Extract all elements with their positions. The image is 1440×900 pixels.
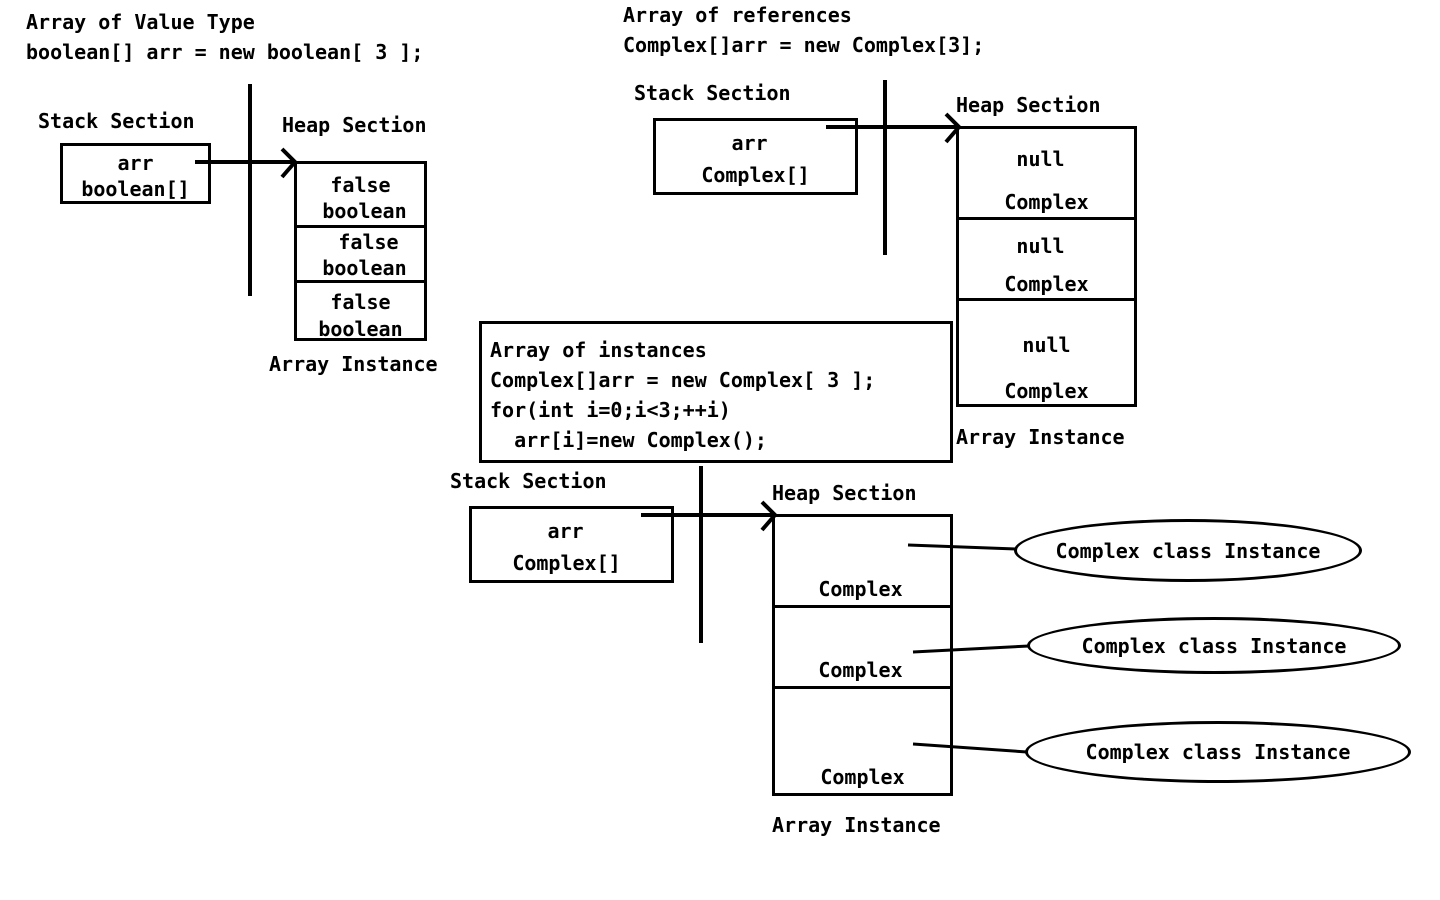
- instances-array-instance-label: Array Instance: [772, 813, 941, 837]
- references-array-instance-label: Array Instance: [956, 425, 1125, 449]
- value-type-array-cell-2: false boolean: [294, 280, 427, 341]
- value-type-var-type: boolean[]: [81, 177, 190, 201]
- complex-instance-ellipse-0: Complex class Instance: [1014, 519, 1362, 582]
- value-type-cell-1-value: false: [338, 230, 399, 254]
- references-heap-label: Heap Section: [956, 93, 1101, 117]
- instances-code-line-2: for(int i=0;i<3;++i): [490, 398, 731, 422]
- value-type-array-cell-0: false boolean: [294, 161, 427, 228]
- value-type-cell-0-type: boolean: [322, 199, 407, 223]
- references-array-cell-0: null Complex: [956, 126, 1137, 220]
- instances-code-line-1: Complex[]arr = new Complex[ 3 ];: [490, 368, 876, 392]
- complex-instance-ellipse-1: Complex class Instance: [1027, 617, 1401, 674]
- references-code: Complex[]arr = new Complex[3];: [623, 33, 985, 57]
- value-type-cell-2-value: false: [330, 290, 391, 314]
- instances-array-cell-1: Complex: [772, 605, 953, 689]
- instances-code-line-3: arr[i]=new Complex();: [490, 428, 767, 452]
- value-type-cell-2-type: boolean: [318, 317, 403, 341]
- references-stack-label: Stack Section: [634, 81, 791, 105]
- instances-array-cell-2: Complex: [772, 686, 953, 796]
- value-type-heap-label: Heap Section: [282, 113, 427, 137]
- instances-cell-1-type: Complex: [818, 658, 903, 682]
- references-array-cell-2: null Complex: [956, 298, 1137, 407]
- instances-var-type: Complex[]: [512, 551, 621, 575]
- references-var-name: arr: [731, 131, 768, 155]
- instances-code-box: Array of instances Complex[]arr = new Co…: [479, 321, 953, 463]
- references-cell-1-value: null: [1016, 234, 1065, 258]
- instances-code-line-0: Array of instances: [490, 338, 707, 362]
- value-type-stack-var-box: arr boolean[]: [60, 143, 211, 204]
- instances-heap-label: Heap Section: [772, 481, 917, 505]
- instances-cell-2-type: Complex: [820, 765, 905, 789]
- instances-stack-label: Stack Section: [450, 469, 607, 493]
- value-type-title: Array of Value Type: [26, 10, 255, 34]
- references-title: Array of references: [623, 3, 852, 27]
- complex-instance-ellipse-2: Complex class Instance: [1025, 721, 1411, 783]
- complex-instance-label-0: Complex class Instance: [1055, 538, 1321, 563]
- value-type-stack-label: Stack Section: [38, 109, 195, 133]
- value-type-array-cell-1: false boolean: [294, 225, 427, 283]
- value-type-var-name: arr: [117, 151, 154, 175]
- references-cell-2-value: null: [1022, 333, 1071, 357]
- value-type-cell-0-value: false: [330, 173, 391, 197]
- instances-stack-var-box: arr Complex[]: [469, 506, 674, 583]
- instances-array-cell-0: Complex: [772, 514, 953, 608]
- instances-var-name: arr: [547, 519, 584, 543]
- value-type-array-instance-label: Array Instance: [269, 352, 438, 376]
- references-cell-0-type: Complex: [1004, 190, 1089, 214]
- references-var-type: Complex[]: [701, 163, 810, 187]
- value-type-code: boolean[] arr = new boolean[ 3 ];: [26, 40, 424, 64]
- value-type-cell-1-type: boolean: [322, 256, 407, 280]
- complex-instance-label-1: Complex class Instance: [1081, 633, 1347, 658]
- references-cell-0-value: null: [1016, 147, 1065, 171]
- references-cell-1-type: Complex: [1004, 272, 1089, 296]
- instances-cell-0-type: Complex: [818, 577, 903, 601]
- references-cell-2-type: Complex: [1004, 379, 1089, 403]
- references-stack-var-box: arr Complex[]: [653, 118, 858, 195]
- references-array-cell-1: null Complex: [956, 217, 1137, 301]
- complex-instance-label-2: Complex class Instance: [1085, 740, 1351, 764]
